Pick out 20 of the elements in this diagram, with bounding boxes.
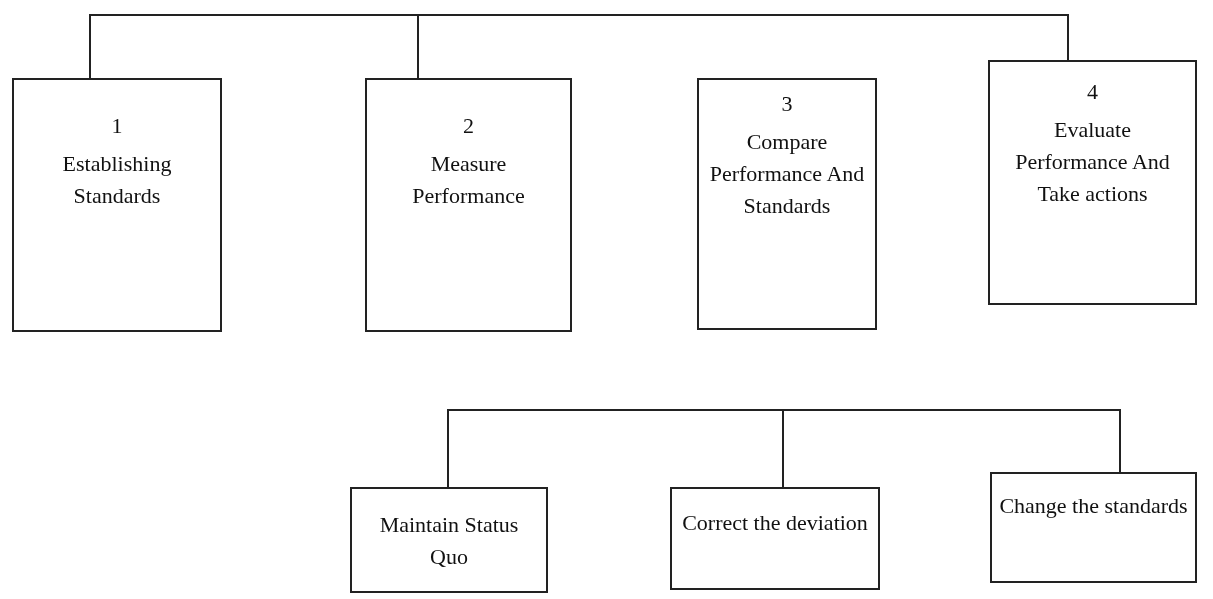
box-label: Compare Performance And Standards xyxy=(708,127,866,220)
box-label: Establishing Standards xyxy=(61,149,173,210)
box-label: Maintain Status Quo xyxy=(378,511,520,571)
process-box xyxy=(12,78,222,332)
process-box xyxy=(990,472,1197,583)
box-label: Correct the deviation xyxy=(681,509,869,537)
step-number: 1 xyxy=(110,112,124,140)
process-box xyxy=(350,487,548,593)
process-box xyxy=(670,487,880,590)
process-box xyxy=(697,78,877,330)
box-label: Change the standards xyxy=(998,492,1189,520)
process-box xyxy=(988,60,1197,305)
connector-line xyxy=(89,14,419,79)
step-number: 4 xyxy=(1086,78,1099,106)
box-label: Measure Performance xyxy=(411,149,526,210)
connector-line xyxy=(447,409,784,488)
process-box xyxy=(365,78,572,332)
step-number: 3 xyxy=(780,90,794,118)
step-number: 2 xyxy=(462,112,475,140)
box-label: Evaluate Performance And Take actions xyxy=(1014,115,1171,208)
